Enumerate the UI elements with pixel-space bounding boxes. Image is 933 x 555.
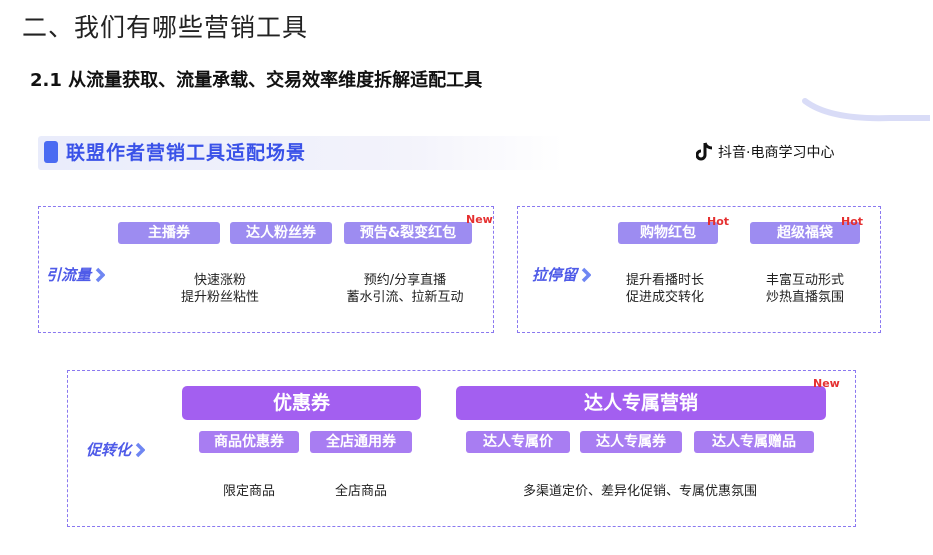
decorative-curve [802,98,930,122]
exclusive-group: 达人专属营销 [456,386,826,420]
section-title: 二、我们有哪些营销工具 [22,13,309,42]
retention-label: 拉停留 [532,264,592,285]
hot-tag: Hot [707,215,730,228]
desc-line: 丰富互动形式 [765,273,844,288]
new-tag: New [813,377,840,390]
tool-exclusive-price: 达人专属价 [466,431,570,453]
banner [38,136,563,170]
retention-desc-1: 提升看播时长 促进成交转化 [600,272,730,306]
brand-text: 抖音·电商学习中心 [718,145,835,161]
traffic-desc-1: 快速涨粉 提升粉丝粘性 [150,272,290,306]
tool-anchor-coupon: 主播券 [118,222,220,244]
tool-product-coupon: 商品优惠券 [199,431,299,453]
conversion-label: 促转化 [86,439,146,460]
coupon-group: 优惠券 [182,386,421,420]
tool-preview-redpacket: 预告&裂变红包 [344,222,472,244]
coupon-desc-1: 限定商品 [222,484,275,499]
desc-line: 促进成交转化 [625,290,704,305]
exclusive-desc: 多渠道定价、差异化促销、专属优惠氛围 [522,484,757,499]
conversion-label-text: 促转化 [86,441,132,459]
tool-shopping-redpacket: 购物红包 [618,222,718,244]
retention-box [517,206,881,333]
new-tag: New [466,213,493,226]
chevron-right-icon [135,442,146,457]
desc-line: 预约/分享直播 [363,273,447,288]
desc-line: 快速涨粉 [193,273,246,288]
banner-marker [44,141,58,163]
desc-line: 蓄水引流、拉新互动 [346,290,464,305]
chevron-right-icon [581,267,592,282]
coupon-desc-2: 全店商品 [334,484,387,499]
desc-line: 提升看播时长 [625,273,704,288]
douyin-icon [696,142,713,161]
chevron-right-icon [95,267,106,282]
brand-logo: 抖音·电商学习中心 [696,142,834,162]
hot-tag: Hot [841,215,864,228]
conversion-box [67,370,856,527]
retention-label-text: 拉停留 [532,266,578,284]
tool-lucky-bag: 超级福袋 [750,222,860,244]
retention-desc-2: 丰富互动形式 炒热直播氛围 [740,272,870,306]
tool-fan-coupon: 达人粉丝券 [230,222,332,244]
banner-title: 联盟作者营销工具适配场景 [66,142,307,164]
tool-exclusive-gift: 达人专属赠品 [694,431,814,453]
desc-line: 炒热直播氛围 [765,290,844,305]
subtitle: 2.1 从流量获取、流量承载、交易效率维度拆解适配工具 [30,70,483,91]
traffic-label-text: 引流量 [46,266,92,284]
traffic-desc-2: 预约/分享直播 蓄水引流、拉新互动 [330,272,480,306]
tool-store-coupon: 全店通用券 [310,431,412,453]
traffic-box [38,206,494,333]
traffic-label: 引流量 [46,264,106,285]
desc-line: 提升粉丝粘性 [180,290,259,305]
tool-exclusive-coupon: 达人专属券 [580,431,682,453]
